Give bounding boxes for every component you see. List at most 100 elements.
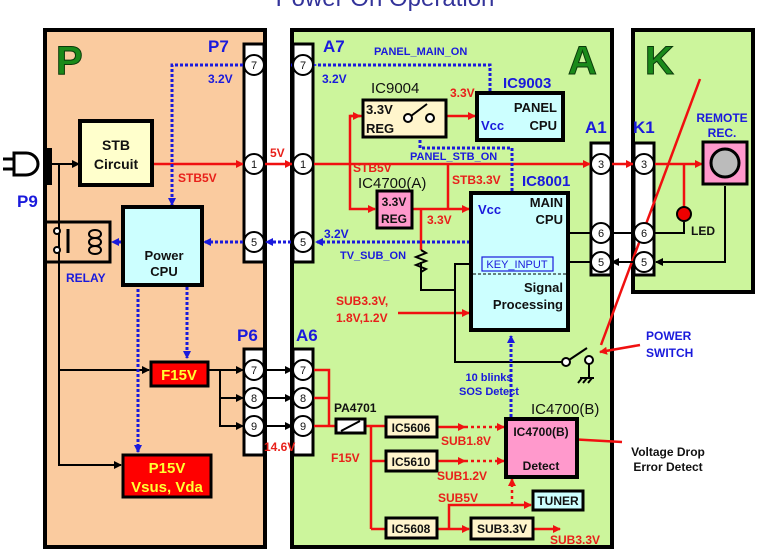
power-switch-label-2: SWITCH bbox=[646, 346, 693, 360]
connector-label-p6: P6 bbox=[237, 326, 258, 345]
relay-label: RELAY bbox=[66, 271, 106, 285]
pin-a7-5: 5 bbox=[292, 231, 314, 253]
svg-text:Detect: Detect bbox=[523, 459, 560, 473]
svg-text:5: 5 bbox=[251, 237, 257, 249]
pin-p7-1: 1 bbox=[243, 153, 265, 175]
connector-label-a7: A7 bbox=[323, 37, 345, 56]
svg-text:5: 5 bbox=[641, 257, 647, 269]
ic5608-box: IC5608 bbox=[384, 516, 439, 540]
sub-inputs-label-1: SUB3.3V, bbox=[336, 294, 388, 308]
svg-text:MAIN: MAIN bbox=[530, 195, 563, 210]
3-3v-label-top: 3.3V bbox=[450, 86, 475, 100]
tv-sub-on-label: TV_SUB_ON bbox=[340, 250, 406, 262]
ic5606-box: IC5606 bbox=[384, 415, 439, 439]
ic9004-label: IC9004 bbox=[371, 80, 419, 97]
sub-inputs-label-2: 1.8V,1.2V bbox=[336, 311, 388, 325]
svg-text:Signal: Signal bbox=[524, 280, 563, 295]
pin-a1-5: 5 bbox=[590, 251, 612, 273]
power-cpu-box: Power CPU bbox=[121, 205, 204, 287]
svg-text:Vcc: Vcc bbox=[481, 118, 504, 133]
f15v-label-a: F15V bbox=[331, 451, 360, 465]
svg-text:STB: STB bbox=[102, 137, 130, 153]
panel-main-on-label: PANEL_MAIN_ON bbox=[374, 46, 467, 58]
pin-a6-9: 9 bbox=[292, 415, 314, 437]
stb-circuit-box: STB Circuit bbox=[78, 119, 154, 187]
svg-text:3.3V: 3.3V bbox=[366, 102, 393, 117]
svg-text:7: 7 bbox=[251, 60, 257, 72]
pin-p6-8: 8 bbox=[243, 387, 265, 409]
pin-a7-1: 1 bbox=[292, 153, 314, 175]
panel-stb-on-label: PANEL_STB_ON bbox=[410, 151, 497, 163]
pin-p7-5: 5 bbox=[243, 231, 265, 253]
svg-text:3: 3 bbox=[598, 159, 604, 171]
stb5v-label-p: STB5V bbox=[178, 171, 217, 185]
svg-text:IC5606: IC5606 bbox=[392, 421, 431, 435]
sub5v-label: SUB5V bbox=[438, 491, 478, 505]
power-plug-icon bbox=[3, 148, 52, 185]
ic4700b-label: IC4700(B) bbox=[531, 401, 599, 418]
connector-label-a1: A1 bbox=[585, 118, 607, 137]
svg-text:F15V: F15V bbox=[161, 367, 197, 384]
svg-text:Power: Power bbox=[144, 248, 183, 263]
svg-text:7: 7 bbox=[300, 365, 306, 377]
sub1-8v-label: SUB1.8V bbox=[441, 434, 491, 448]
pin-k1-3: 3 bbox=[633, 153, 655, 175]
svg-text:TUNER: TUNER bbox=[537, 494, 579, 508]
svg-text:6: 6 bbox=[641, 228, 647, 240]
remote-label-2: REC. bbox=[708, 126, 737, 140]
a7-pin5-voltage-label: 3.2V bbox=[324, 227, 349, 241]
svg-text:1: 1 bbox=[300, 159, 306, 171]
page-title: Power On Operation bbox=[276, 0, 495, 12]
p15v-box: P15V Vsus, Vda bbox=[121, 453, 213, 499]
voltage-drop-label-2: Error Detect bbox=[633, 460, 702, 474]
svg-text:SUB3.3V: SUB3.3V bbox=[477, 522, 527, 536]
svg-text:Vsus, Vda: Vsus, Vda bbox=[131, 479, 203, 496]
pin-a1-3: 3 bbox=[590, 153, 612, 175]
svg-text:1: 1 bbox=[251, 159, 257, 171]
main-cpu-box: Vcc MAIN CPU Signal Processing bbox=[469, 191, 570, 332]
ic9003-label: IC9003 bbox=[503, 75, 551, 92]
sub1-2v-label: SUB1.2V bbox=[437, 469, 487, 483]
pin-a6-7: 7 bbox=[292, 359, 314, 381]
svg-text:Vcc: Vcc bbox=[478, 202, 501, 217]
svg-text:CPU: CPU bbox=[530, 118, 557, 133]
svg-text:5: 5 bbox=[598, 257, 604, 269]
ic8001-label: IC8001 bbox=[522, 173, 570, 190]
board-label-a: A bbox=[568, 39, 597, 83]
svg-text:3.3V: 3.3V bbox=[382, 195, 407, 209]
ic9004-box: 3.3V REG bbox=[361, 98, 448, 139]
5v-label: 5V bbox=[270, 146, 285, 160]
remote-label-1: REMOTE bbox=[696, 111, 747, 125]
power-switch-icon bbox=[561, 347, 594, 384]
sos-label-2: SOS Detect bbox=[459, 386, 519, 398]
stb3-3v-label: STB3.3V bbox=[452, 173, 501, 187]
svg-text:5: 5 bbox=[300, 237, 306, 249]
ic5610-box: IC5610 bbox=[384, 449, 439, 473]
sub3-3v-output-label: SUB3.3V bbox=[550, 533, 600, 547]
svg-text:7: 7 bbox=[300, 60, 306, 72]
3-3v-label: 3.3V bbox=[427, 213, 452, 227]
svg-text:KEY_INPUT: KEY_INPUT bbox=[486, 259, 547, 271]
svg-text:IC5610: IC5610 bbox=[392, 455, 431, 469]
pin-a1-6: 6 bbox=[590, 222, 612, 244]
svg-text:Circuit: Circuit bbox=[94, 156, 139, 172]
key-input-label: KEY_INPUT bbox=[481, 256, 554, 272]
pa4701-fuse-icon bbox=[334, 417, 367, 435]
resistor-icon bbox=[413, 249, 429, 273]
panel-cpu-box: PANEL CPU Vcc bbox=[475, 91, 565, 142]
pin-a7-7: 7 bbox=[292, 54, 314, 76]
sub3-3v-box: SUB3.3V bbox=[469, 516, 535, 541]
p7-voltage-label: 3.2V bbox=[208, 72, 233, 86]
pin-k1-6: 6 bbox=[633, 222, 655, 244]
connector-label-k1: K1 bbox=[633, 118, 655, 137]
connector-label-p7: P7 bbox=[208, 37, 229, 56]
board-label-p: P bbox=[56, 39, 83, 83]
led-label: LED bbox=[691, 224, 715, 238]
ic4700a-label: IC4700(A) bbox=[358, 175, 426, 192]
svg-text:REG: REG bbox=[381, 212, 407, 226]
relay: RELAY bbox=[43, 220, 112, 285]
svg-text:8: 8 bbox=[251, 393, 257, 405]
svg-text:CPU: CPU bbox=[536, 212, 563, 227]
connector-label-p9: P9 bbox=[17, 192, 38, 211]
